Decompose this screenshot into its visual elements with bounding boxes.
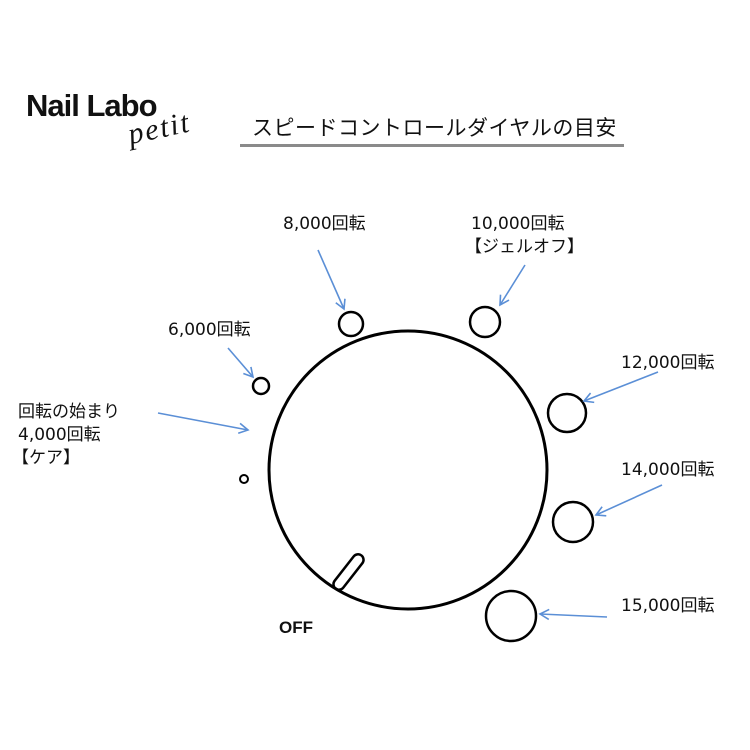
arrow-14000-icon [594, 484, 663, 517]
label-10000: 10,000回転 【ジェルオフ】 [465, 213, 584, 259]
speed-dot-6000 [251, 376, 271, 396]
arrow-15000-icon [538, 608, 608, 621]
label-10000-line-2: 【ジェルオフ】 [465, 237, 584, 257]
speed-dot-12000 [546, 392, 588, 434]
label-4000: 回転の始まり 4,000回転 【ケア】 [12, 401, 120, 470]
label-15000: 15,000回転 [621, 595, 714, 618]
dial-knob-outline [267, 329, 549, 611]
arrow-6000-icon [227, 347, 255, 379]
arrow-4000-icon [157, 412, 250, 435]
label-12000-line-1: 12,000回転 [621, 353, 715, 373]
label-14000: 14,000回転 [621, 459, 714, 482]
label-10000-line-1: 10,000回転 [471, 214, 565, 234]
off-label: OFF [279, 618, 313, 637]
speed-dot-15000 [484, 589, 538, 643]
page-title: スピードコントロールダイヤルの目安 [252, 116, 617, 140]
arrow-12000-icon [582, 371, 659, 404]
title-underline [240, 144, 624, 147]
speed-dot-14000 [551, 500, 595, 544]
label-15000-line-1: 15,000回転 [621, 596, 715, 616]
label-6000: 6,000回転 [168, 319, 251, 342]
label-12000: 12,000回転 [621, 352, 714, 375]
speed-dot-4000 [239, 474, 249, 484]
label-14000-line-1: 14,000回転 [621, 460, 715, 480]
arrow-8000-icon [317, 249, 346, 311]
label-6000-line-1: 6,000回転 [168, 320, 251, 340]
speed-dot-8000 [337, 310, 365, 338]
arrow-10000-icon [499, 264, 526, 307]
label-8000-line-1: 8,000回転 [283, 214, 366, 234]
label-4000-line-1: 回転の始まり [18, 402, 120, 422]
label-4000-line-2: 4,000回転 [18, 425, 101, 445]
brand-logo: Nail Labo petit [26, 88, 206, 178]
logo-main-text: Nail Labo [26, 88, 158, 123]
dial-pointer-slot [332, 553, 365, 591]
speed-dot-10000 [468, 305, 502, 339]
label-4000-line-3: 【ケア】 [12, 448, 80, 468]
label-8000: 8,000回転 [283, 213, 366, 236]
